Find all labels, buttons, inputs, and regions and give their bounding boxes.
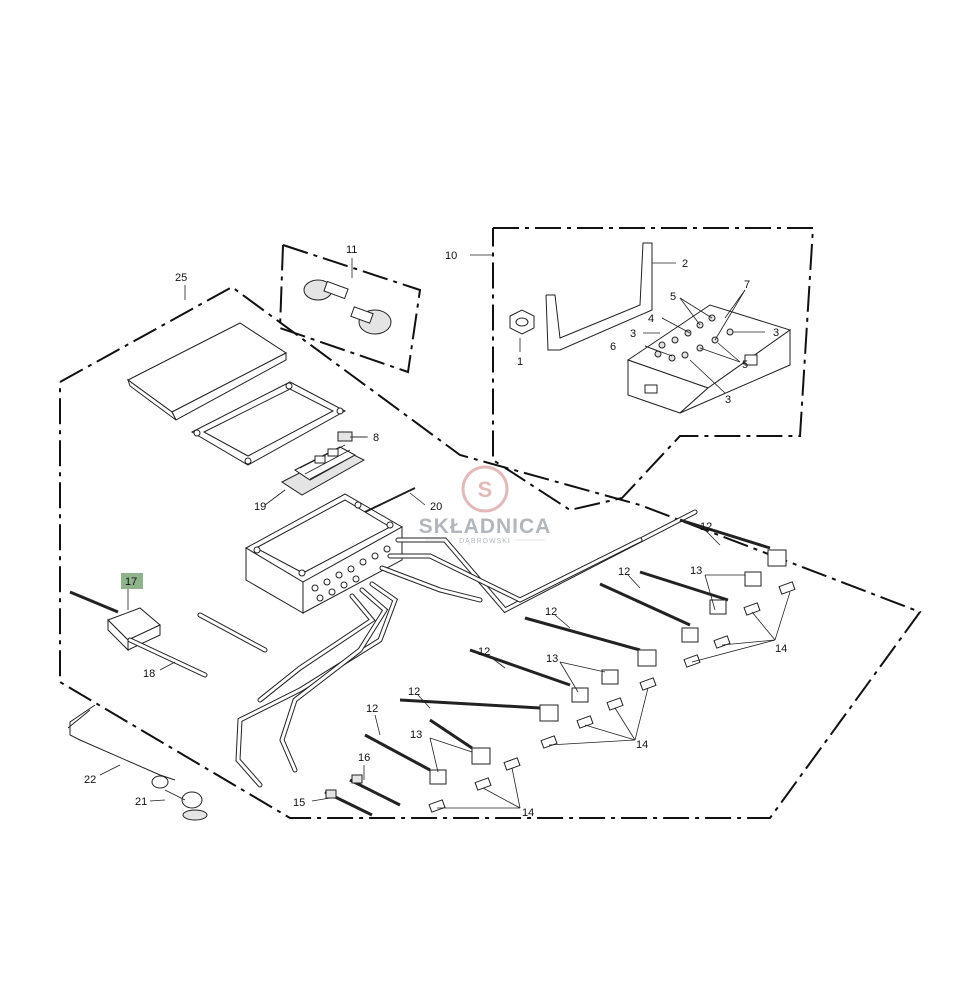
socket-connector [350, 306, 392, 335]
label-19: 19 [254, 501, 266, 513]
gland-nut [509, 309, 535, 335]
support-bracket [67, 704, 176, 781]
sensor-set-4 [399, 698, 559, 749]
highlighted-part-marker [121, 573, 143, 589]
box-gasket [190, 381, 347, 466]
box-lid [127, 322, 287, 421]
label-18: 18 [143, 668, 155, 680]
label-2: 2 [682, 258, 688, 270]
label-22: 22 [84, 774, 96, 786]
cable-runs [235, 509, 698, 788]
label-12-c: 12 [545, 606, 557, 618]
label-12-f: 12 [366, 703, 378, 715]
label-14-c: 14 [522, 807, 534, 819]
label-3-bottom: 3 [725, 394, 731, 406]
label-12-b: 12 [618, 566, 630, 578]
watermark-subtitle: DĄBROWSKI [459, 538, 511, 545]
assembly-boundary [59, 285, 922, 819]
sensor-set-1 [679, 518, 796, 595]
svg-text:S: S [478, 477, 493, 502]
label-5-top: 5 [670, 291, 676, 303]
label-3-left: 3 [630, 328, 636, 340]
label-15: 15 [293, 797, 305, 809]
label-14-b: 14 [636, 739, 648, 751]
mounting-bracket [545, 242, 653, 351]
label-5-bottom: 5 [742, 359, 748, 371]
part-labels: 10 2 1 5 7 4 3 3 6 5 3 11 25 8 19 20 17 … [84, 244, 787, 819]
fitting-part [151, 775, 208, 821]
limit-switch [69, 590, 161, 652]
label-14-a: 14 [775, 643, 787, 655]
label-25: 25 [175, 272, 187, 284]
label-20: 20 [430, 501, 442, 513]
cable-connector-16 [349, 774, 401, 807]
label-12-d: 12 [478, 646, 490, 658]
label-6: 6 [610, 341, 616, 353]
label-17: 17 [125, 576, 137, 588]
sensor-set-5 [364, 718, 521, 813]
label-13-a: 13 [690, 565, 702, 577]
label-8: 8 [373, 432, 379, 444]
leader-lines [99, 254, 791, 809]
label-10: 10 [445, 250, 457, 262]
label-11: 11 [346, 244, 357, 256]
label-21: 21 [135, 796, 147, 808]
label-13-b: 13 [546, 653, 558, 665]
circuit-board [281, 444, 366, 496]
label-12-a: 12 [700, 521, 712, 533]
label-13-c: 13 [410, 729, 422, 741]
cable-connector-15 [324, 789, 373, 817]
label-7: 7 [744, 279, 750, 291]
main-junction-box [244, 493, 404, 614]
fuse-part [337, 431, 366, 442]
relay-junction-box [626, 304, 792, 414]
label-16: 16 [358, 752, 370, 764]
watermark-title: SKŁADNICA [419, 515, 552, 538]
label-3-right: 3 [773, 327, 779, 339]
label-12-e: 12 [408, 686, 420, 698]
watermark: S SKŁADNICA DĄBROWSKI [419, 465, 552, 545]
plug-connector [303, 279, 349, 301]
sensor-set-3 [469, 616, 657, 729]
sensor-set-2 [599, 570, 761, 668]
label-1: 1 [517, 356, 523, 368]
label-4: 4 [648, 313, 654, 325]
junction-kit-boundary [492, 227, 815, 512]
connector-kit-boundary [278, 244, 422, 374]
